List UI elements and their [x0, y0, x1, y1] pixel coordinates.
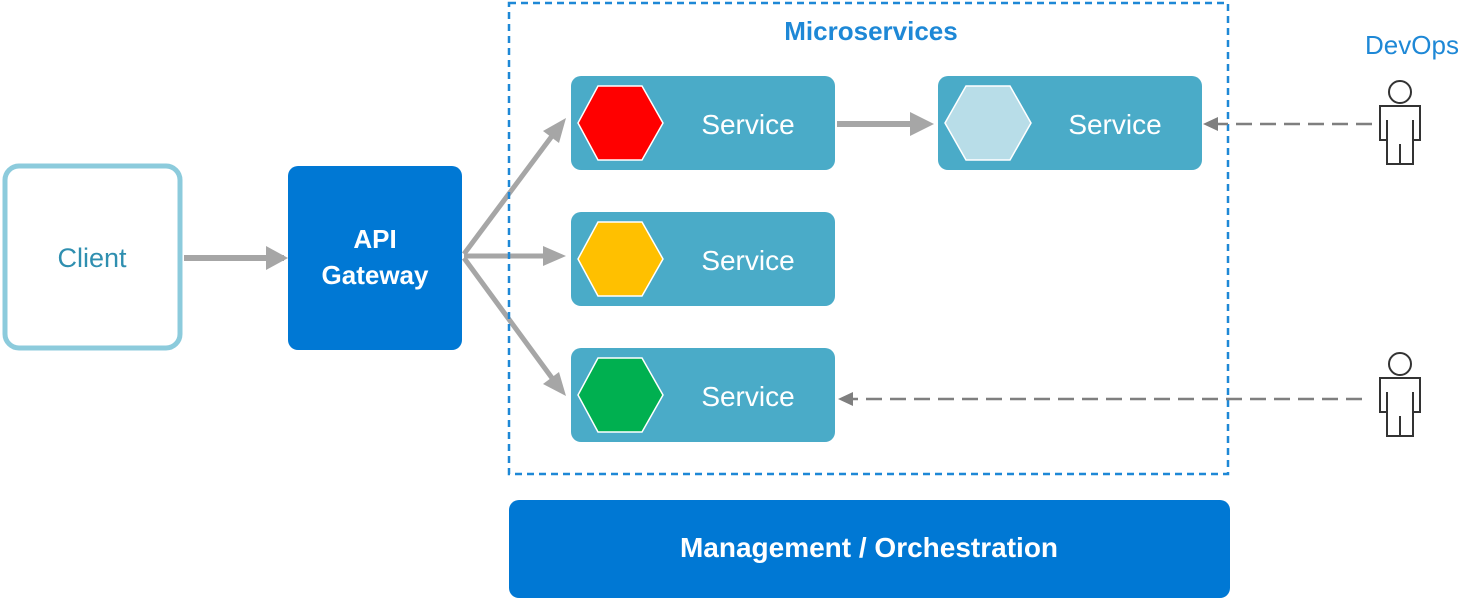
- api-gateway-label-line2: Gateway: [322, 260, 429, 290]
- client-node: Client: [2, 163, 183, 351]
- service-label: Service: [1068, 109, 1161, 140]
- gateway-to-services-arrows: [461, 118, 566, 396]
- gateway-to-service-green-arrowhead: [543, 372, 566, 396]
- person-icon: [1379, 352, 1421, 437]
- service-node-red: Service: [571, 76, 835, 170]
- api-gateway-label-line1: API: [353, 224, 396, 254]
- microservices-boundary: [507, 1, 1230, 476]
- hexagon-icon: [577, 357, 664, 433]
- service-label: Service: [701, 109, 794, 140]
- hexagon-icon: [944, 85, 1032, 161]
- client-label: Client: [57, 243, 127, 273]
- service-node-yellow: Service: [571, 212, 835, 306]
- service-node-green: Service: [571, 348, 835, 442]
- devops-to-service-arrowhead: [1203, 117, 1218, 131]
- management-orchestration-box: [509, 500, 1230, 598]
- hexagon-icon: [577, 221, 664, 297]
- api-gateway-box: [288, 166, 462, 350]
- person-icon: [1379, 80, 1421, 165]
- service-node-lightblue: Service: [938, 76, 1202, 170]
- hexagon-icon: [577, 85, 664, 161]
- service-label: Service: [701, 245, 794, 276]
- gateway-to-service-red-arrowhead: [543, 118, 566, 143]
- management-orchestration-label: Management / Orchestration: [680, 532, 1058, 563]
- management-orchestration-node: Management / Orchestration: [509, 500, 1230, 598]
- microservices-container: Microservices: [507, 1, 1230, 476]
- gateway-to-service-yellow-arrowhead: [543, 246, 566, 266]
- service-label: Service: [701, 381, 794, 412]
- client-box: [2, 163, 183, 351]
- microservices-title: Microservices: [784, 16, 957, 46]
- client-to-gateway-arrowhead: [266, 246, 288, 270]
- service-to-service-arrowhead: [910, 112, 934, 136]
- devops-to-service-green-arrowhead: [838, 392, 853, 406]
- api-gateway-node: API Gateway: [288, 166, 462, 350]
- devops-label: DevOps: [1365, 30, 1459, 60]
